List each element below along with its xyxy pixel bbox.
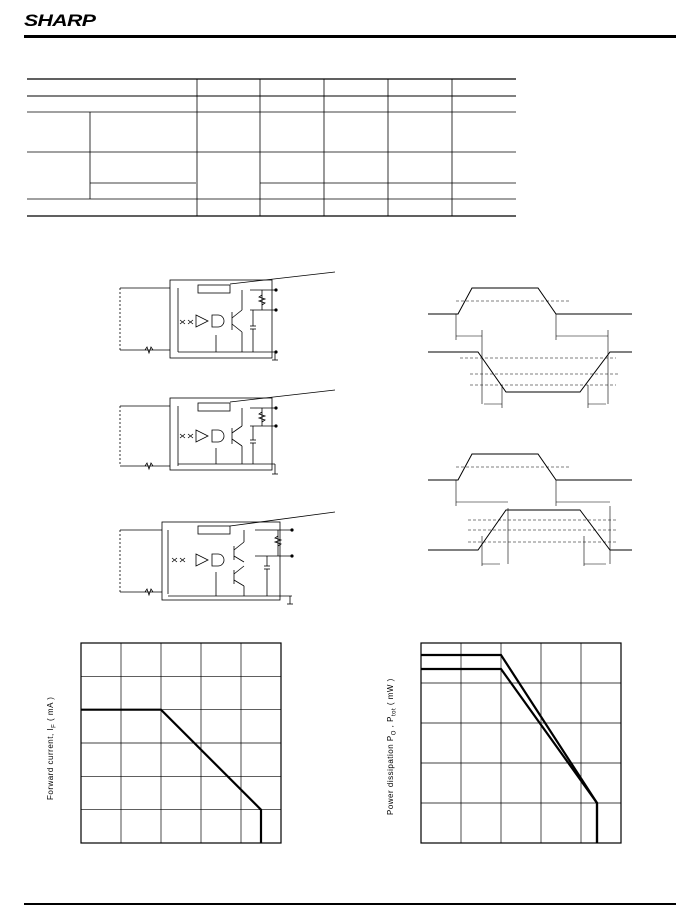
series-line-2	[421, 667, 599, 843]
chart2-ylabel-sub1: O	[391, 730, 398, 736]
waveform-set-2	[428, 453, 632, 566]
chart-power-dissipation	[420, 642, 622, 844]
test-circuits	[119, 271, 336, 605]
chart1-y-axis-label: Forward current, IF ( mA )	[46, 697, 58, 800]
chart2-y-axis-label: Power dissipation PO , Ptot ( mW )	[386, 678, 398, 815]
sharp-logo: SHARP	[24, 11, 96, 30]
chart2-ylabel-sub2: tot	[391, 707, 398, 717]
chart2-ylabel-unit: ( mW )	[386, 678, 395, 708]
chart2-ylabel-main: Power dissipation P	[386, 735, 395, 815]
spec-table	[27, 78, 516, 217]
chart2-ylabel-mid: , P	[386, 716, 395, 731]
chart1-ylabel-unit: ( mA )	[46, 696, 55, 724]
series-line-1	[81, 708, 263, 843]
chart-frame	[420, 642, 622, 844]
test-circuit-1	[119, 271, 336, 361]
header-rule	[24, 35, 676, 38]
chart1-ylabel-sub: F	[51, 723, 58, 728]
footer-rule	[24, 903, 676, 905]
test-circuit-3	[119, 511, 336, 605]
chart-forward-current	[80, 642, 282, 844]
test-circuit-2	[119, 389, 336, 475]
timing-waveforms	[428, 287, 632, 566]
chart1-ylabel-main: Forward current, I	[46, 727, 55, 800]
waveform-set-1	[428, 287, 632, 408]
